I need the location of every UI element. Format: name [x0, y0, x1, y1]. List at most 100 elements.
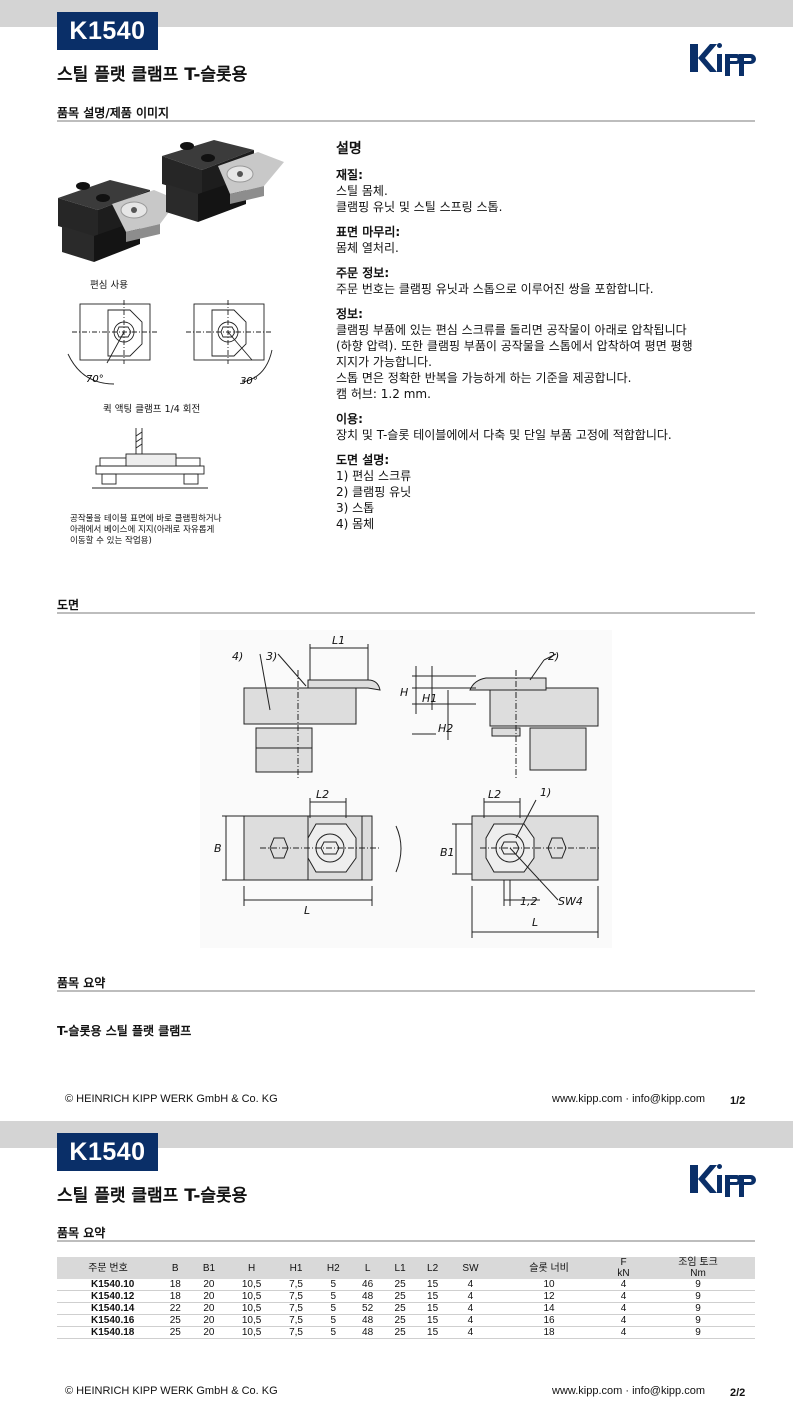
table-cell: 5	[315, 1326, 352, 1339]
drawing-label-4: 4)	[232, 650, 243, 663]
footer-contact: www.kipp.com · info@kipp.com	[552, 1093, 705, 1105]
order-number-cell: K1540.10	[57, 1279, 159, 1291]
col-header: 슬롯 너비	[492, 1257, 607, 1279]
drawing-label-1: 1)	[540, 786, 551, 799]
table-cell: 4	[448, 1314, 493, 1327]
description-label: 주문 정보:	[336, 266, 390, 280]
angle-30-label: 30°	[240, 376, 258, 387]
table-cell: 9	[641, 1326, 755, 1339]
section-rule	[57, 612, 755, 614]
table-cell: 18	[159, 1290, 192, 1303]
footer-page-number: 1/2	[730, 1095, 746, 1107]
table-cell: 9	[641, 1302, 755, 1315]
table-cell: 9	[641, 1290, 755, 1303]
description-text: 클램핑 부품에 있는 편심 스크류를 돌리면 공작물이 아래로 압착됩니다 (하…	[336, 323, 693, 401]
table-cell: 25	[383, 1302, 417, 1315]
drawing-label-L2-left: L2	[316, 788, 329, 801]
table-cell: 4	[448, 1290, 493, 1303]
description-label: 도면 설명:	[336, 453, 390, 467]
table-cell: 12	[492, 1290, 607, 1303]
col-header: L	[351, 1257, 384, 1279]
table-cell: 9	[641, 1314, 755, 1327]
table-cell: 25	[383, 1326, 417, 1339]
drawing-label-2: 2)	[548, 650, 559, 663]
description-block-use: 이용: 장치 및 T-슬롯 테이블에에서 다축 및 단일 부품 고정에 적합합니…	[336, 412, 766, 443]
page-title: 스틸 플랫 클램프 T-슬롯용	[57, 65, 248, 85]
table-cell: 5	[315, 1314, 352, 1327]
section-rule	[57, 990, 755, 992]
drawing-label-L1: L1	[332, 634, 345, 647]
description-block-material: 재질: 스틸 몸체. 클램핑 유닛 및 스틸 스프링 스톱.	[336, 168, 766, 215]
description-block-info: 정보: 클램핑 부품에 있는 편심 스크류를 돌리면 공작물이 아래로 압착됩니…	[336, 307, 766, 402]
order-number-cell: K1540.12	[57, 1290, 159, 1303]
table-cell: 15	[416, 1314, 449, 1327]
product-code-badge: K1540	[57, 12, 158, 50]
table-cell: 20	[191, 1279, 227, 1291]
table-cell: 4	[606, 1326, 641, 1339]
table-cell: 48	[351, 1314, 384, 1327]
table-cell: 25	[383, 1314, 417, 1327]
table-cell: 15	[416, 1279, 449, 1291]
table-cell: 10,5	[226, 1279, 277, 1291]
order-number-cell: K1540.16	[57, 1314, 159, 1327]
rotation-diagrams: 70° 30°	[67, 300, 273, 387]
description-panel: 설명 재질: 스틸 몸체. 클램핑 유닛 및 스틸 스프링 스톱. 표면 마무리…	[336, 138, 766, 542]
order-number-cell: K1540.14	[57, 1302, 159, 1315]
description-label: 정보:	[336, 307, 363, 321]
table-cell: 10,5	[226, 1326, 277, 1339]
caption-eccentric: 편심 사용	[90, 280, 128, 291]
footer-contact: www.kipp.com · info@kipp.com	[552, 1385, 705, 1397]
mounting-sketch	[92, 428, 208, 489]
section-rule	[57, 120, 755, 122]
drawing-label-L-right: L	[532, 916, 538, 929]
table-cell: 10	[492, 1279, 607, 1291]
col-header: L2	[416, 1257, 449, 1279]
section-heading-summary: 품목 요약	[57, 976, 106, 990]
footer-company: © HEINRICH KIPP WERK GmbH & Co. KG	[65, 1385, 278, 1397]
drawing-label-H2: H2	[438, 722, 453, 735]
table-cell: 7,5	[276, 1290, 316, 1303]
col-header: B	[159, 1257, 192, 1279]
drawing-label-L-left: L	[304, 904, 310, 917]
caption-quarter-turn: 퀵 액팅 클램프 1/4 회전	[103, 404, 201, 415]
table-cell: 4	[448, 1279, 493, 1291]
table-cell: 20	[191, 1302, 227, 1315]
table-cell: 16	[492, 1314, 607, 1327]
table-cell: 10,5	[226, 1314, 277, 1327]
table-cell: 4	[606, 1314, 641, 1327]
section-rule	[57, 1240, 755, 1242]
table-cell: 4	[448, 1326, 493, 1339]
table-cell: 20	[191, 1326, 227, 1339]
table-cell: 25	[383, 1290, 417, 1303]
drawing-label-H1: H1	[422, 692, 437, 705]
table-cell: 46	[351, 1279, 384, 1291]
table-cell: 9	[641, 1279, 755, 1291]
drawing-label-1-2: 1,2	[520, 895, 538, 908]
description-text: 몸체 열처리.	[336, 241, 399, 255]
kipp-logo	[690, 1164, 756, 1197]
drawing-label-L2-right: L2	[488, 788, 501, 801]
description-block-finish: 표면 마무리: 몸체 열처리.	[336, 225, 766, 256]
order-number-cell: K1540.18	[57, 1326, 159, 1339]
table-cell: 20	[191, 1290, 227, 1303]
footer-page-number: 2/2	[730, 1387, 746, 1399]
table-cell: 25	[159, 1326, 192, 1339]
table-cell: 7,5	[276, 1302, 316, 1315]
table-cell: 7,5	[276, 1279, 316, 1291]
table-cell: 14	[492, 1302, 607, 1315]
summary-text: T-슬롯용 스틸 플랫 클램프	[57, 1024, 192, 1038]
page-title: 스틸 플랫 클램프 T-슬롯용	[57, 1186, 248, 1206]
col-header: B1	[191, 1257, 227, 1279]
description-block-legend: 도면 설명: 1) 편심 스크류 2) 클램핑 유닛 3) 스톱 4) 몸체	[336, 453, 766, 532]
table-cell: 10,5	[226, 1302, 277, 1315]
table-cell: 5	[315, 1279, 352, 1291]
table-cell: 18	[159, 1279, 192, 1291]
table-cell: 15	[416, 1326, 449, 1339]
